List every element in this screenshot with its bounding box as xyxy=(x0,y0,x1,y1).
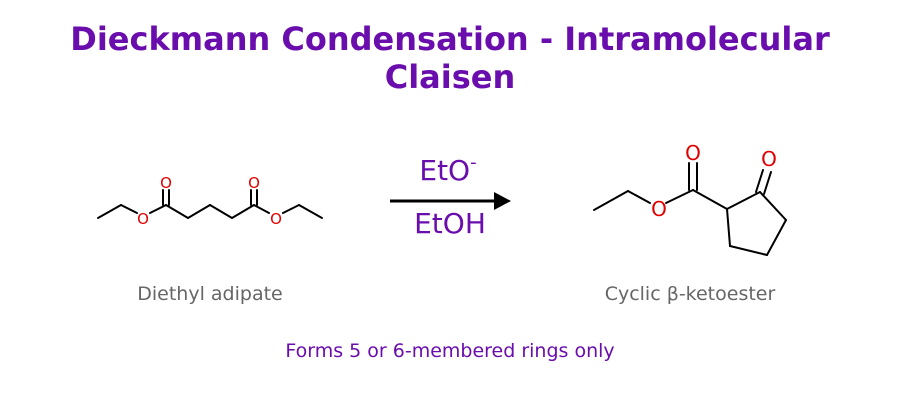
reactant-carbonyl-oxygen-left: O xyxy=(160,174,172,192)
reactant-ester-oxygen-right: O xyxy=(270,210,282,228)
reagent-base: EtO xyxy=(419,154,470,187)
product-ester-carbonyl-oxygen: O xyxy=(685,141,701,165)
product-label: Cyclic β-ketoester xyxy=(604,283,776,305)
ring-size-note: Forms 5 or 6-membered rings only xyxy=(285,340,615,362)
reactant-structure: O O O O xyxy=(97,174,323,228)
reagent-charge: - xyxy=(470,152,477,173)
product-bonds xyxy=(593,162,787,256)
product-ketone-oxygen: O xyxy=(761,147,777,171)
reactant-carbonyl-oxygen-right: O xyxy=(248,174,260,192)
reactant-label: Diethyl adipate xyxy=(137,283,283,305)
arrow-head-icon xyxy=(494,192,511,210)
product-ester-oxygen: O xyxy=(651,197,667,221)
reagent-below: EtOH xyxy=(414,207,486,240)
reagent-above: EtO- xyxy=(419,152,476,187)
reactant-bonds xyxy=(97,189,323,219)
reaction-arrow-group: EtO- EtOH xyxy=(390,152,511,240)
page-title: Dieckmann Condensation - Intramolecular … xyxy=(70,20,830,96)
product-structure: O O O xyxy=(593,141,787,256)
reactant-ester-oxygen-left: O xyxy=(137,210,149,228)
